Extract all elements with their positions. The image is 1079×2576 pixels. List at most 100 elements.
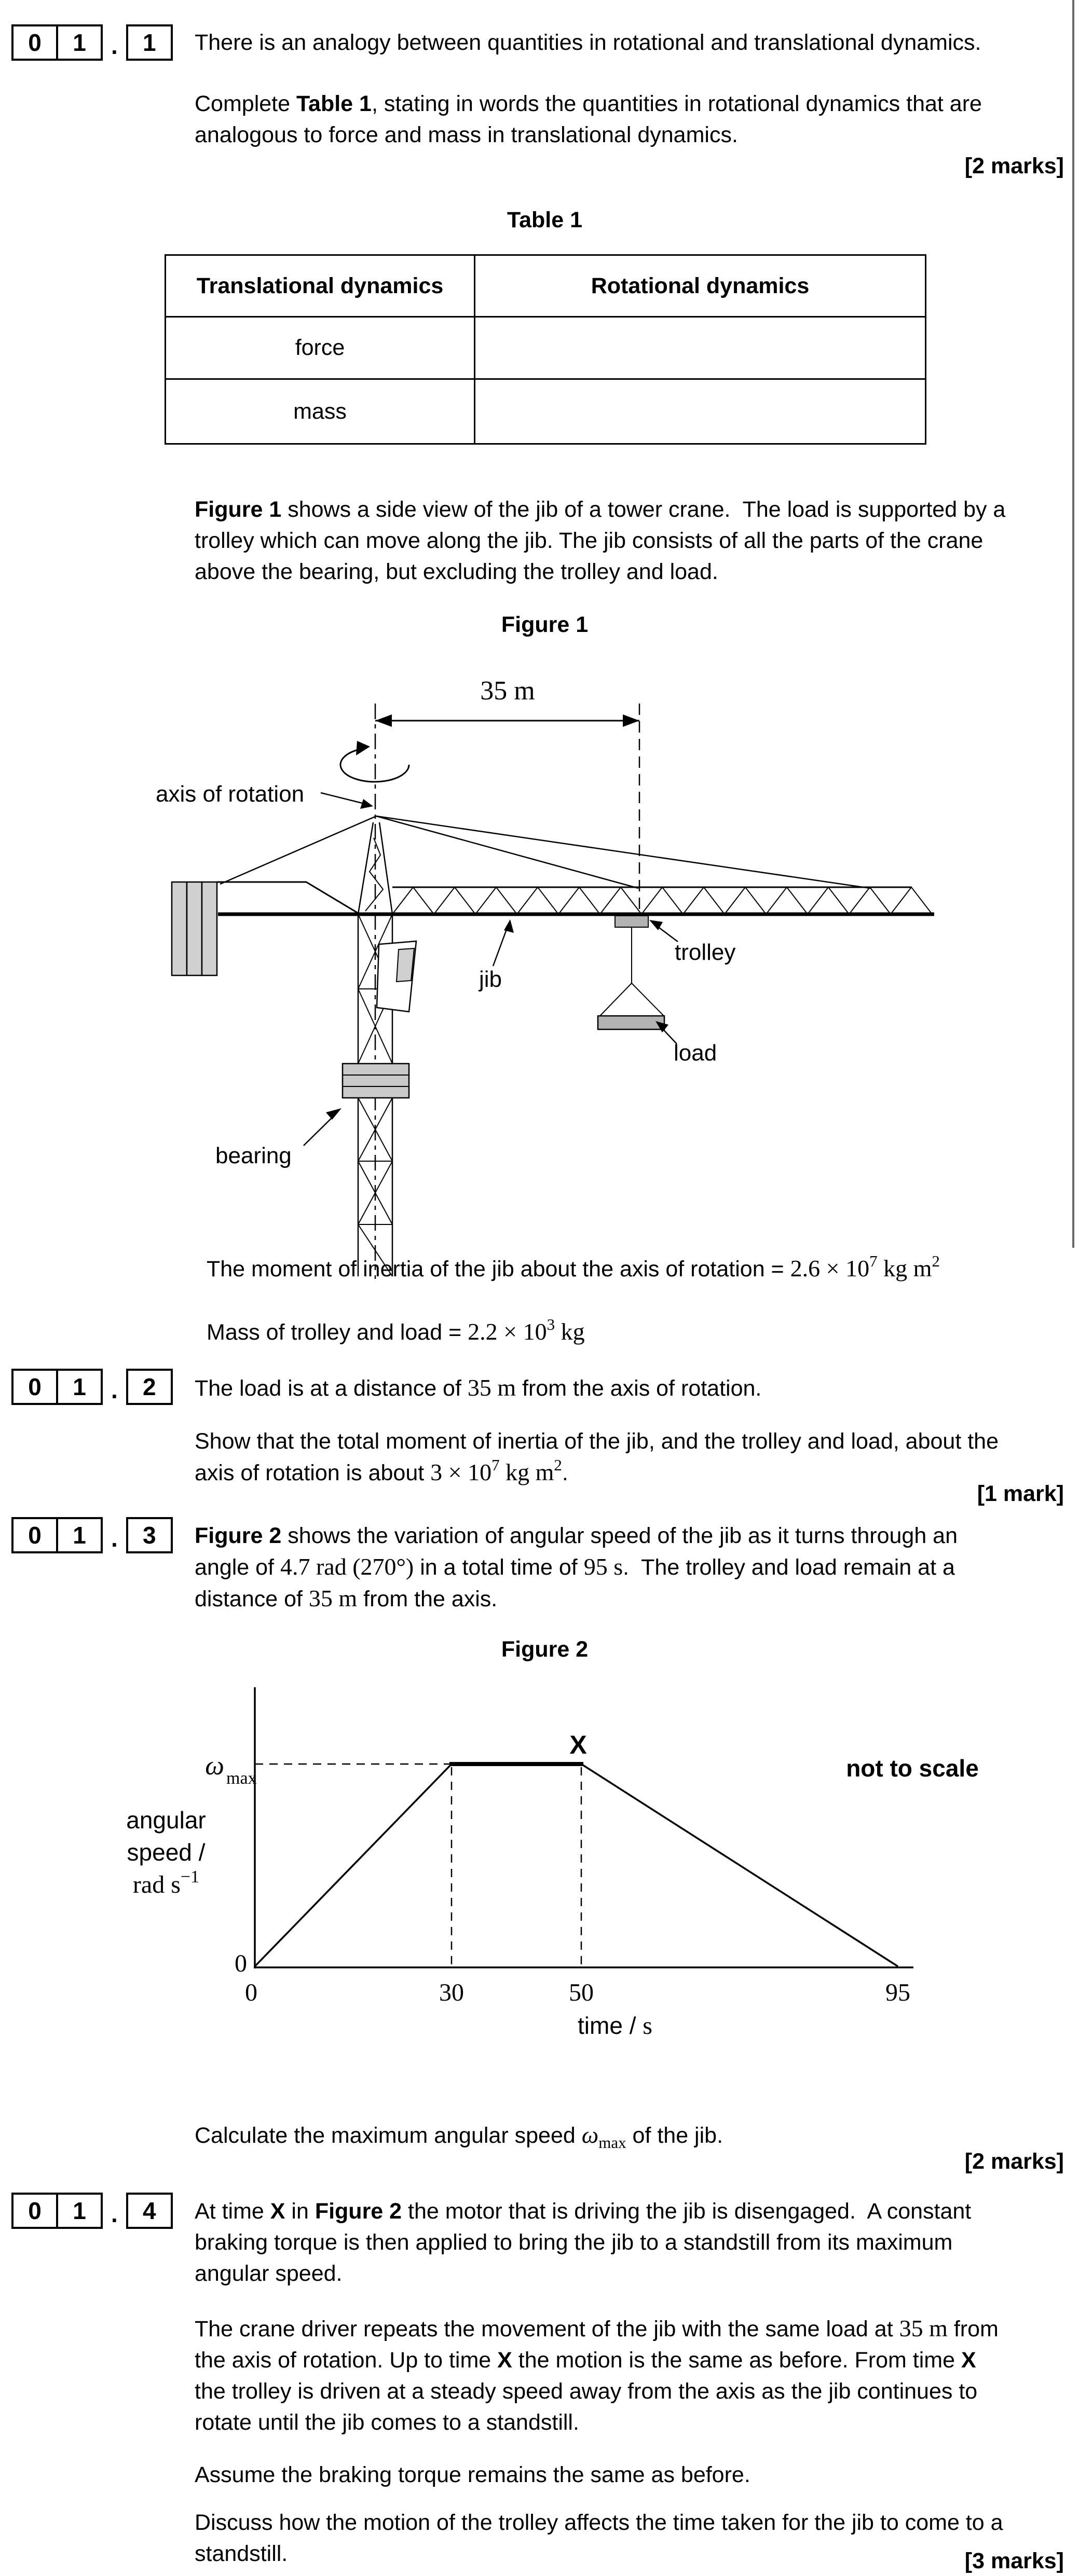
x-tick-95: 95 [885, 1979, 910, 2006]
text-segment: . The trolley and load remain at a [623, 1555, 955, 1580]
tower-upper-right-edge [378, 822, 393, 915]
question-digit-box: 0 [11, 24, 58, 61]
load-label: load [674, 1040, 717, 1066]
q012-intro-text: The load is at a distance of 35 m from t… [195, 1372, 761, 1404]
table1-cell-mass: mass [165, 378, 475, 445]
question-digit-box: 0 [11, 2193, 58, 2229]
text-segment: 35 m [899, 2315, 948, 2341]
jib-truss-zigzag [392, 886, 933, 915]
q013-marks-label: [2 marks] [964, 2149, 1064, 2174]
axis-label-arrowhead [360, 799, 373, 809]
question-number-dot: . [111, 2200, 118, 2227]
text-segment: analogous to force and mass in translati… [195, 122, 738, 147]
q014-intro-text: At time X in Figure 2 the motor that is … [195, 2196, 971, 2289]
text-segment: ω [581, 2122, 599, 2148]
load-sling-left [599, 983, 632, 1016]
text-segment: 3 × 10 [430, 1459, 492, 1485]
angular-speed-curve [254, 1763, 898, 1967]
page-edge-rule [1072, 0, 1074, 1248]
text-segment: from the axis. [357, 1587, 498, 1611]
y-axis-label-line3: rad s−1 [133, 1867, 199, 1898]
q011-marks-label: [2 marks] [964, 154, 1064, 178]
text-segment: Complete [195, 91, 296, 116]
text-segment: 4.7 rad (270°) [280, 1553, 414, 1580]
q013-intro-text: Figure 2 shows the variation of angular … [195, 1520, 958, 1615]
q014-marks-label: [3 marks] [964, 2549, 1064, 2573]
omega-max-subscript: max [226, 1769, 257, 1788]
q014-assume-text: Assume the braking torque remains the sa… [195, 2459, 750, 2490]
fig1-intro-text: Figure 1 shows a side view of the jib of… [195, 494, 1005, 587]
jib-cable-end [376, 815, 871, 889]
trolley-label-arrowhead [649, 920, 663, 930]
table1-header-translational: Translational dynamics [165, 254, 475, 318]
text-segment: Figure 1 [195, 497, 282, 522]
x-axis-label-main: time / [578, 2012, 643, 2039]
question-digit-box: 0 [11, 1369, 58, 1405]
question-number-dot: . [111, 32, 118, 59]
axis-of-rotation-label: axis of rotation [156, 781, 304, 807]
tower-brace [358, 1161, 393, 1225]
dimension-35m-label: 35 m [480, 676, 535, 706]
text-segment: Figure 2 [315, 2199, 402, 2224]
question-subpart-box: 1 [126, 24, 173, 61]
text-segment: Table 1 [296, 91, 372, 116]
text-segment: 7 [869, 1252, 878, 1270]
trolley-block [614, 915, 649, 928]
counterweight-slab [171, 881, 188, 976]
text-segment: kg m [877, 1255, 932, 1282]
text-segment: rotate until the jib comes to a standsti… [195, 2410, 579, 2435]
axis-label-arrow [320, 792, 367, 805]
text-segment: braking torque is then applied to bring … [195, 2230, 953, 2255]
table1-title: Table 1 [507, 208, 582, 232]
text-segment: standstill. [195, 2541, 288, 2566]
text-segment: in [285, 2199, 315, 2224]
table-row: force [165, 316, 926, 380]
load-block [597, 1015, 665, 1030]
rotation-arrowhead [356, 741, 370, 755]
q014-scenario-text: The crane driver repeats the movement of… [195, 2313, 999, 2438]
tower-brace [358, 1097, 393, 1162]
text-segment: X [961, 2348, 976, 2373]
jib-label-arrowhead [504, 919, 514, 933]
trolley-label: trolley [675, 940, 735, 965]
jib-cable-mid [376, 815, 639, 889]
text-segment: Figure 2 [195, 1523, 282, 1548]
dimension-arrowhead-right [623, 714, 639, 727]
text-segment: The crane driver repeats the movement of… [195, 2317, 899, 2341]
text-segment: in a total time of [414, 1555, 584, 1580]
text-segment: the motor that is driving the jib is dis… [402, 2199, 972, 2224]
text-segment: from [947, 2317, 999, 2341]
question-number-01-2: 0 1 . 2 [11, 1369, 173, 1405]
text-segment: Calculate the maximum angular speed [195, 2123, 582, 2148]
counterweight-slab [201, 881, 218, 976]
bearing-label-arrowhead [326, 1108, 342, 1120]
question-digit-box: 1 [56, 1517, 103, 1553]
text-segment: the trolley is driven at a steady speed … [195, 2379, 978, 2404]
q011-task-text: Complete Table 1, stating in words the q… [195, 88, 982, 150]
x-axis-label-unit: s [643, 2012, 652, 2040]
text-segment: shows a side view of the jib of a tower … [281, 497, 1006, 522]
y-axis-unit-exponent: −1 [181, 1867, 199, 1886]
question-subpart-box: 2 [126, 1369, 173, 1405]
text-segment: 35 m [308, 1585, 358, 1611]
figure1-crane-diagram: 35 m axis of rotation [156, 676, 934, 1279]
tower-upper-bracing [365, 837, 384, 912]
point-x-label: X [569, 1730, 586, 1759]
y-axis-zero: 0 [235, 1950, 247, 1977]
table1-header-rotational: Rotational dynamics [474, 254, 926, 318]
text-segment: distance of [195, 1587, 309, 1611]
text-segment: Assume the braking torque remains the sa… [195, 2462, 750, 2487]
text-segment: Mass of trolley and load = [207, 1320, 468, 1345]
text-segment: Show that the total moment of inertia of… [195, 1429, 999, 1454]
x-axis-label: time / s [578, 2012, 652, 2040]
text-segment: shows the variation of angular speed of … [281, 1523, 958, 1548]
text-segment: angular speed. [195, 2261, 343, 2286]
text-segment: X [497, 2348, 512, 2373]
figure2-angular-speed-graph: X not to scale ω max angular speed / rad… [126, 1687, 979, 2040]
text-segment: above the bearing, but excluding the tro… [195, 559, 718, 584]
text-segment: At time [195, 2199, 270, 2224]
q011-intro-text: There is an analogy between quantities i… [195, 27, 981, 58]
x-tick-0: 0 [245, 1979, 257, 2006]
text-segment: the axis of rotation. Up to time [195, 2348, 498, 2373]
question-digit-box: 1 [56, 2193, 103, 2229]
